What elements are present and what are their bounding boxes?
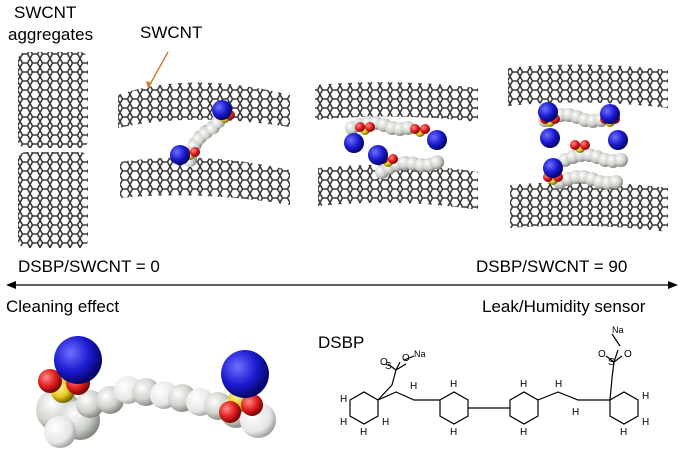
swcnt-layer xyxy=(508,64,668,108)
sodium-atom xyxy=(212,100,232,120)
swcnt-tube-bottom xyxy=(18,152,88,248)
ratio-high-label: DSBP/SWCNT = 90 xyxy=(476,257,628,276)
oxygen-atom-label: O xyxy=(380,357,388,368)
panel-2-ratio-mid xyxy=(315,82,478,210)
ratio-arrow xyxy=(6,281,678,289)
swcnt-layer xyxy=(318,164,478,210)
sodium-atom-label-left: Na xyxy=(414,349,426,359)
oxygen-atom-label: O xyxy=(402,353,410,364)
sulfonate-group xyxy=(410,124,430,137)
sodium-atom xyxy=(600,104,620,124)
dsbp-space-filling-model xyxy=(36,336,276,448)
aggregates-label-line2: aggregates xyxy=(8,25,94,44)
hydrogen-atom-label: H xyxy=(520,427,528,438)
hydrogen-atom-label: H xyxy=(642,391,650,402)
ratio-low-label: DSBP/SWCNT = 0 xyxy=(18,257,160,276)
hydrogen-atom-label: H xyxy=(620,427,628,438)
hydrogen-atom-label: H xyxy=(555,379,563,390)
sodium-atom xyxy=(427,130,447,150)
hydrogen-atom-label: H xyxy=(340,417,348,428)
sodium-atom xyxy=(344,133,364,153)
hydrogen-atom-label: H xyxy=(572,407,580,418)
sensor-label: Leak/Humidity sensor xyxy=(482,297,646,316)
sulfur-atom-label: S xyxy=(608,357,615,368)
oxygen-atom-label: O xyxy=(624,349,632,360)
swcnt-layer xyxy=(510,182,668,232)
swcnt-aggregate-tubes xyxy=(18,52,88,248)
swcnt-layer xyxy=(118,82,290,128)
sodium-atom-label-right: Na xyxy=(612,325,624,335)
sodium-atom xyxy=(608,130,628,150)
dsbp-molecule xyxy=(558,148,628,168)
hydrogen-atom-label: H xyxy=(360,427,368,438)
swcnt-layer xyxy=(315,82,478,122)
hydrogen-atom-label: H xyxy=(410,381,418,392)
hydrogen-atom-label: H xyxy=(520,379,528,390)
swcnt-pointer-arrowhead xyxy=(146,81,152,88)
cleaning-effect-label: Cleaning effect xyxy=(6,297,120,316)
sodium-atom xyxy=(540,128,560,148)
swcnt-pointer-label: SWCNT xyxy=(140,23,203,42)
oxygen-atom-label: O xyxy=(598,349,606,360)
panel-1-ratio-low xyxy=(118,82,290,205)
hydrogen-atom-label: H xyxy=(382,417,390,428)
swcnt-layer xyxy=(120,157,290,205)
swcnt-pointer-line xyxy=(147,51,169,89)
hydrogen-atom-label: H xyxy=(450,427,458,438)
hydrogen-atom-label: H xyxy=(642,417,650,428)
sodium-atom xyxy=(538,102,558,122)
hydrogen-atom-label: H xyxy=(340,394,348,405)
swcnt-tube-top xyxy=(18,52,88,148)
sodium-atom xyxy=(543,158,563,178)
dsbp-structural-formula xyxy=(349,333,639,425)
aggregates-label-line1: SWCNT xyxy=(14,3,77,22)
sodium-atom xyxy=(170,145,190,165)
sodium-atom xyxy=(368,145,388,165)
sulfur-atom-label: S xyxy=(385,361,392,372)
panel-3-ratio-high xyxy=(508,64,668,232)
dsbp-label: DSBP xyxy=(318,333,365,352)
hydrogen-atom-label: H xyxy=(450,379,458,390)
